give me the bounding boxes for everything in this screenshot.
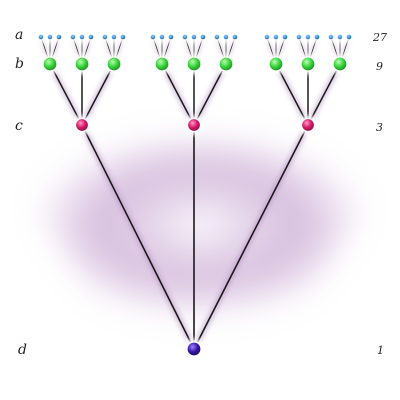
node-d-root xyxy=(186,341,202,357)
row-label-a: a xyxy=(15,27,24,43)
node-a-0-2-2 xyxy=(120,34,126,40)
node-a-1-2-2 xyxy=(232,34,238,40)
node-b-1-2 xyxy=(218,56,234,72)
node-b-1-1 xyxy=(186,56,202,72)
node-c-2 xyxy=(300,117,316,133)
node-b-2-0 xyxy=(268,56,284,72)
node-a-2-1-1 xyxy=(305,34,311,40)
node-a-1-0-1 xyxy=(159,34,165,40)
node-b-0-1 xyxy=(74,56,90,72)
tree-nodes xyxy=(34,30,356,360)
node-a-2-2-0 xyxy=(328,34,334,40)
edge-d-c0 xyxy=(81,124,195,350)
node-a-2-2-1 xyxy=(337,34,343,40)
edge-c1-b2 xyxy=(193,63,227,126)
node-a-2-1-0 xyxy=(296,34,302,40)
node-a-1-1-0 xyxy=(182,34,188,40)
node-a-0-1-0 xyxy=(70,34,76,40)
node-a-2-1-2 xyxy=(314,34,320,40)
edge-c0-b2 xyxy=(81,63,115,126)
node-a-1-0-2 xyxy=(168,34,174,40)
row-label-b: b xyxy=(15,56,24,72)
node-a-2-0-2 xyxy=(282,34,288,40)
node-b-2-2 xyxy=(332,56,348,72)
node-b-1-0 xyxy=(154,56,170,72)
node-b-0-2 xyxy=(106,56,122,72)
edge-c0-b0 xyxy=(49,63,83,126)
node-a-1-2-1 xyxy=(223,34,229,40)
node-a-1-0-0 xyxy=(150,34,156,40)
count-label-d: 1 xyxy=(377,344,384,357)
node-b-2-1 xyxy=(300,56,316,72)
node-a-0-2-0 xyxy=(102,34,108,40)
node-c-1 xyxy=(186,117,202,133)
node-a-2-0-1 xyxy=(273,34,279,40)
count-label-b: 9 xyxy=(376,60,383,73)
edge-c2-b2 xyxy=(307,63,341,126)
node-a-1-1-2 xyxy=(200,34,206,40)
node-a-0-2-1 xyxy=(111,34,117,40)
node-a-0-1-2 xyxy=(88,34,94,40)
edge-c1-b0 xyxy=(161,63,195,126)
node-a-0-0-2 xyxy=(56,34,62,40)
background-halo xyxy=(30,130,370,320)
node-a-2-2-2 xyxy=(346,34,352,40)
edge-c2-b0 xyxy=(275,63,309,126)
node-b-0-0 xyxy=(42,56,58,72)
count-label-a: 27 xyxy=(373,31,387,44)
node-a-1-1-1 xyxy=(191,34,197,40)
node-a-2-0-0 xyxy=(264,34,270,40)
node-a-0-1-1 xyxy=(79,34,85,40)
row-label-d: d xyxy=(18,342,27,358)
row-label-c: c xyxy=(15,118,23,134)
count-label-c: 3 xyxy=(376,121,383,134)
node-a-1-2-0 xyxy=(214,34,220,40)
node-a-0-0-0 xyxy=(38,34,44,40)
node-c-0 xyxy=(74,117,90,133)
edge-d-c2 xyxy=(193,124,309,350)
node-a-0-0-1 xyxy=(47,34,53,40)
